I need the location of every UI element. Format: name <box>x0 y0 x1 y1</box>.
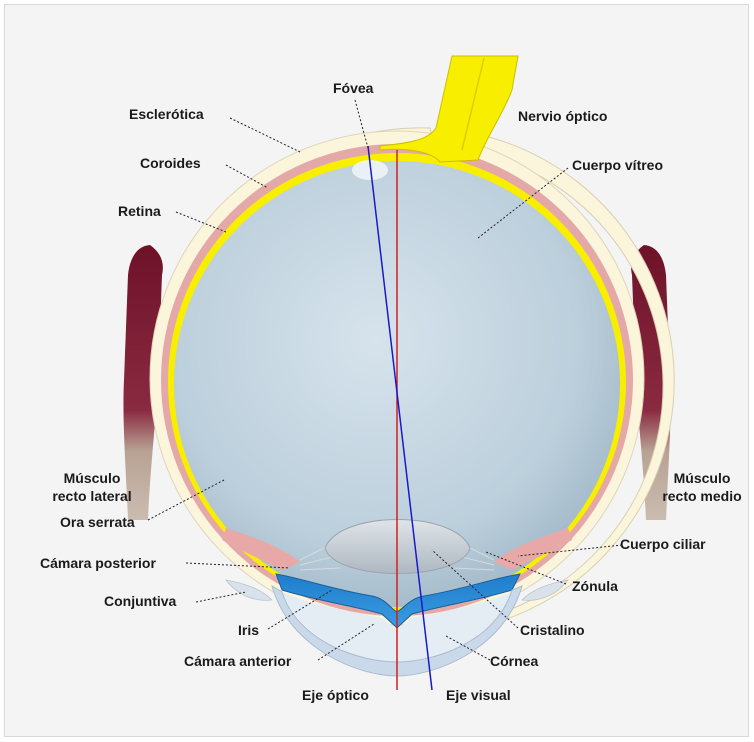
label-musculo-lateral-1: Músculo <box>44 470 140 487</box>
label-conjuntiva: Conjuntiva <box>104 593 176 610</box>
label-zonula: Zónula <box>572 578 618 595</box>
label-cornea: Córnea <box>490 653 538 670</box>
label-eje-visual: Eje visual <box>446 687 511 704</box>
label-ora-serrata: Ora serrata <box>60 514 135 531</box>
label-musculo-medio-2: recto medio <box>654 488 750 505</box>
label-coroides: Coroides <box>140 155 201 172</box>
label-cristalino: Cristalino <box>520 622 585 639</box>
label-camara-posterior: Cámara posterior <box>40 555 156 572</box>
label-musculo-lateral-2: recto lateral <box>44 488 140 505</box>
label-musculo-medio-1: Músculo <box>654 470 750 487</box>
label-fovea: Fóvea <box>333 80 373 97</box>
label-retina: Retina <box>118 203 161 220</box>
label-eje-optico: Eje óptico <box>302 687 369 704</box>
label-camara-anterior: Cámara anterior <box>184 653 291 670</box>
label-iris: Iris <box>238 622 259 639</box>
label-nervio-optico: Nervio óptico <box>518 108 607 125</box>
label-cuerpo-vitreo: Cuerpo vítreo <box>572 157 663 174</box>
label-cuerpo-ciliar: Cuerpo ciliar <box>620 536 706 553</box>
label-esclerotica: Esclerótica <box>129 106 204 123</box>
